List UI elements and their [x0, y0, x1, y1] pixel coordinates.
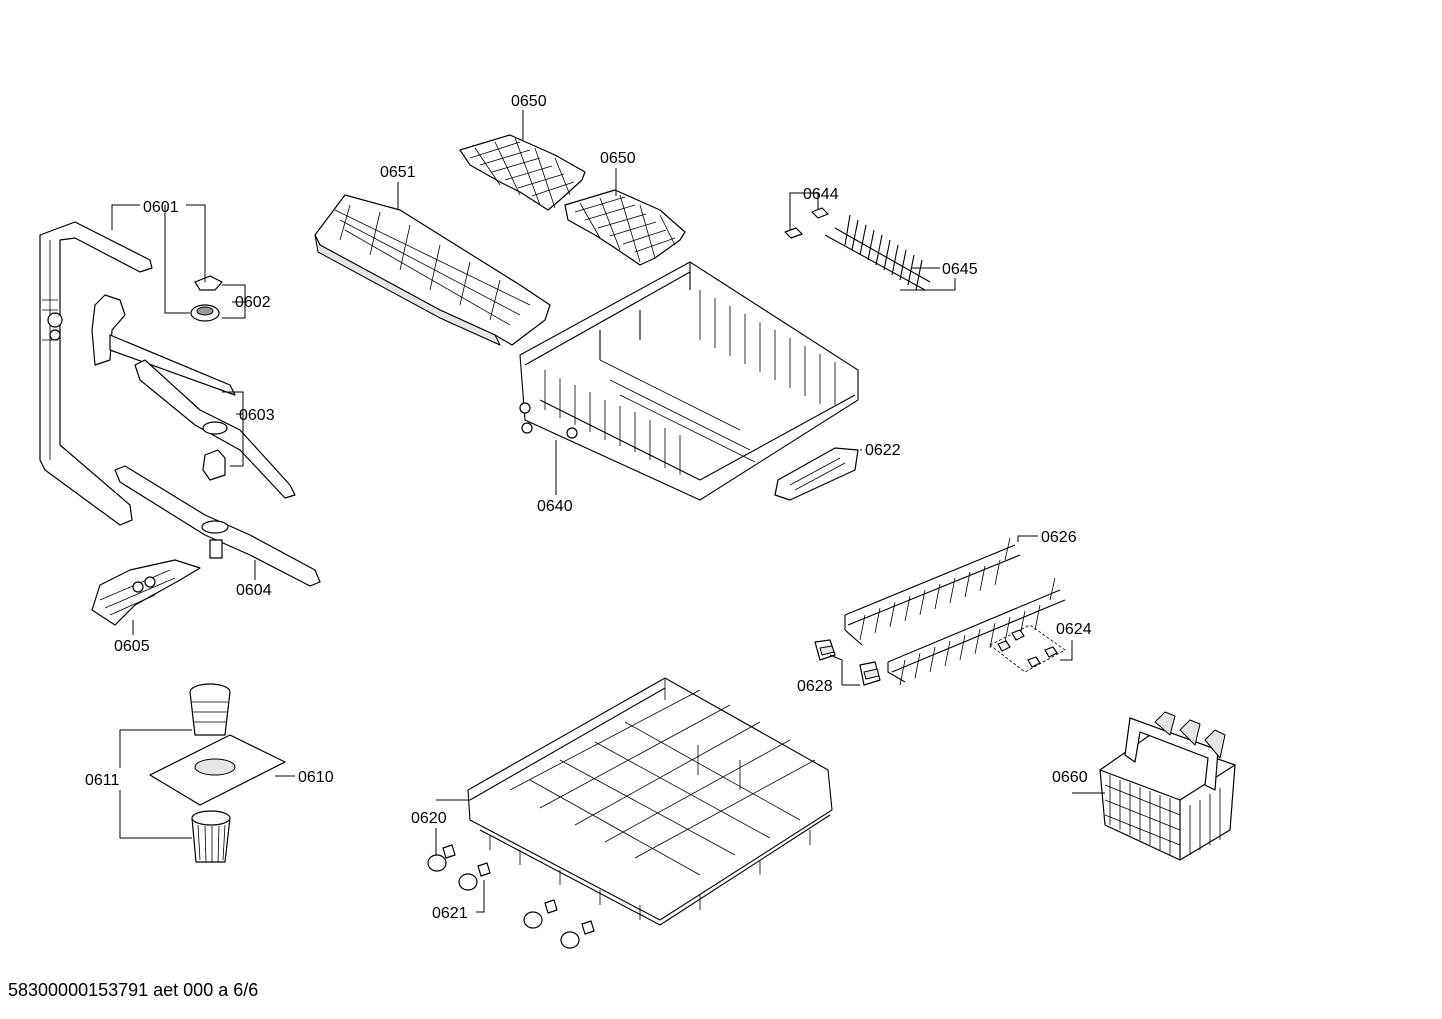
- callout-0605: 0605: [114, 638, 150, 655]
- callout-0622: 0622: [865, 442, 901, 459]
- callout-0601: 0601: [143, 199, 179, 216]
- cutlery-tray-drawing: [314, 194, 551, 346]
- document-id: 58300000153791 aet 000 a 6/6: [8, 980, 259, 1000]
- callout-0650-a: 0650: [511, 93, 547, 110]
- callout-0626: 0626: [1041, 529, 1077, 546]
- tine-clips-drawing: [989, 624, 1066, 673]
- callout-0603: 0603: [239, 407, 275, 424]
- callout-0604: 0604: [236, 582, 272, 599]
- filter-combination-drawing: [149, 683, 286, 863]
- folding-tines-drawing: [844, 537, 1066, 686]
- callout-0645: 0645: [942, 261, 978, 278]
- callout-0650-b: 0650: [600, 150, 636, 167]
- callout-0620: 0620: [411, 810, 447, 827]
- folding-tines-rack-drawing: [824, 214, 931, 291]
- callout-0660: 0660: [1052, 769, 1088, 786]
- supply-pipe-drawing: [39, 221, 153, 526]
- callout-0602: 0602: [235, 294, 271, 311]
- spray-arm-bracket-drawing: [91, 294, 236, 396]
- callout-0651: 0651: [380, 164, 416, 181]
- callout-0624: 0624: [1056, 621, 1092, 638]
- upper-spray-arm-drawing: [134, 359, 296, 499]
- lower-spray-arm-drawing: [114, 465, 321, 587]
- callout-0610: 0610: [298, 769, 334, 786]
- callout-0611: 0611: [85, 772, 120, 789]
- tine-holders-drawing: [814, 639, 881, 686]
- rack-clips-drawing: [784, 207, 829, 239]
- rack-handle-drawing: [774, 447, 859, 501]
- rollers-drawing: [427, 844, 595, 949]
- callout-0640: 0640: [537, 498, 573, 515]
- leader-lines: [111, 110, 1105, 913]
- callout-0628: 0628: [797, 678, 833, 695]
- upper-basket-drawing: [519, 261, 859, 501]
- lower-basket-drawing: [467, 677, 833, 926]
- cup-shelf-drawing: [459, 134, 686, 266]
- fine-filter-drawing: [91, 559, 201, 626]
- callout-0644: 0644: [803, 186, 839, 203]
- cutlery-basket-drawing: [1099, 711, 1236, 861]
- callout-0621: 0621: [432, 905, 468, 922]
- callout-labels: 0650 0650 0651 0644 0645 0601 0602 0603 …: [85, 93, 1092, 922]
- nozzle-coupling-drawing: [190, 275, 223, 322]
